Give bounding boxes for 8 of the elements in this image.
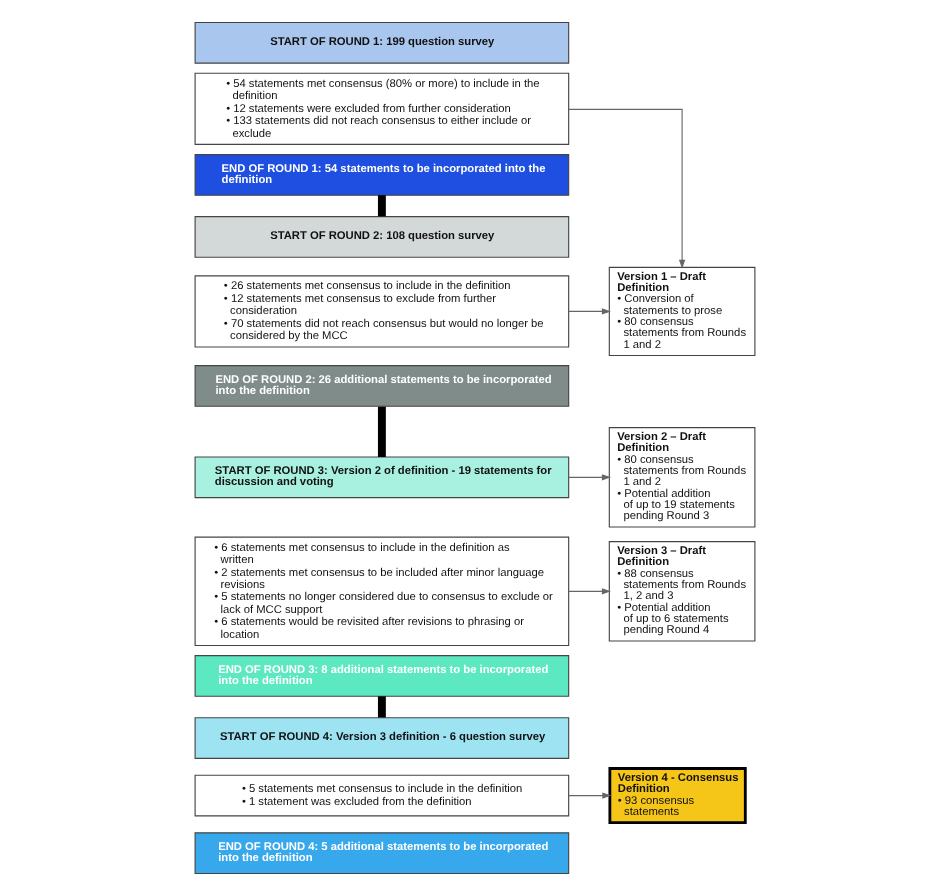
connector: [376, 405, 385, 456]
connector: [376, 194, 385, 216]
arrow: [567, 791, 611, 798]
arrow: [567, 473, 610, 480]
arrow: [567, 587, 610, 594]
connector: [376, 695, 385, 717]
arrow: [567, 307, 610, 314]
arrow: [567, 107, 685, 268]
